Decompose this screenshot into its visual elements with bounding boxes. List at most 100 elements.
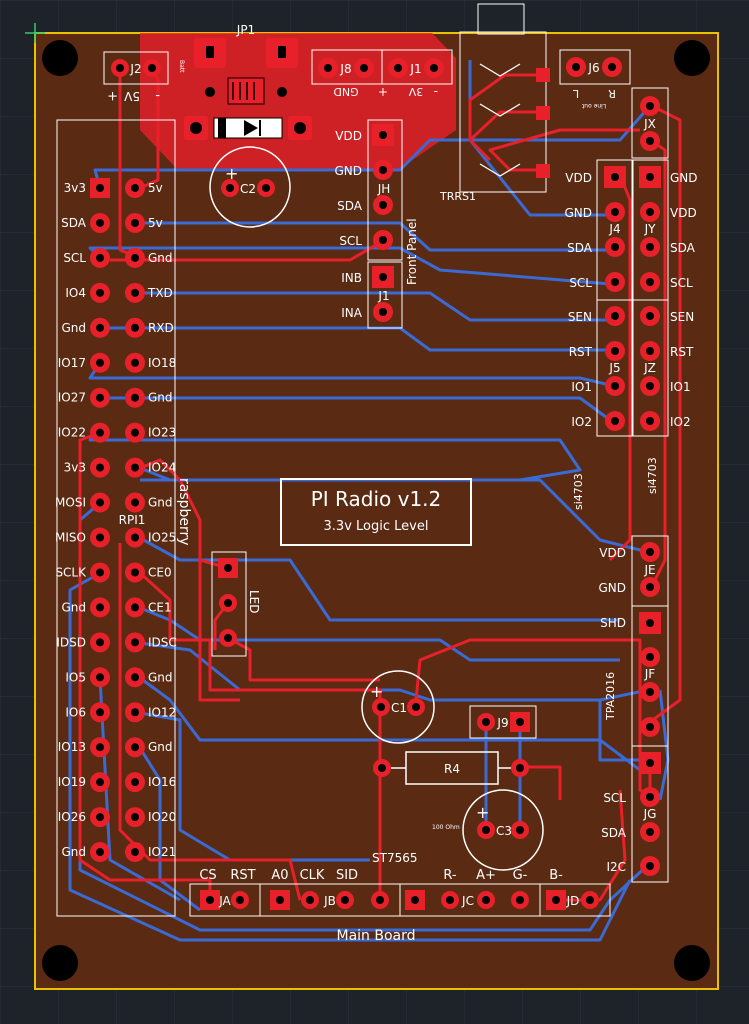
jh-pin-label: GND [334, 164, 362, 178]
diode-d1 [184, 116, 312, 140]
rpi-pin-label-left: 3v3 [64, 181, 86, 195]
rpi-pin-label-right: Gnd [148, 391, 173, 405]
mounting-holes [42, 40, 710, 981]
j9-designator: J9 [496, 716, 508, 730]
resistor-r4 [373, 751, 529, 785]
je-pin-label: VDD [599, 546, 626, 560]
j8-connector [311, 49, 383, 85]
si4703-label-b: si4703 [646, 457, 659, 494]
board-outline [34, 32, 719, 990]
c1-designator: C1 [391, 701, 407, 715]
rpi-pad-hole [96, 428, 104, 437]
capacitor-c1 [361, 670, 435, 744]
rpi-pad-hole [131, 673, 139, 682]
rpi-pad-hole [131, 638, 139, 647]
rpi-pin-label-right: RXD [148, 321, 174, 335]
jh-header [367, 119, 403, 261]
rpi-pad-hole [96, 393, 104, 402]
bottom-headers [189, 883, 611, 917]
jy-pin-label: SCL [670, 276, 693, 290]
st7565-label: ST7565 [372, 851, 418, 865]
tpa2016-headers [631, 535, 669, 883]
rpi-pad-hole [131, 288, 139, 297]
rpi-pad-hole [131, 778, 139, 787]
rpi-pad-hole [131, 848, 139, 857]
j8-designator: J8 [339, 62, 351, 76]
rpi-pin-label-left: IO6 [65, 705, 86, 719]
j2-value-label: 5V [123, 89, 140, 103]
rpi-pad-hole [131, 568, 139, 577]
jh-designator: JH [377, 182, 391, 196]
j2-plus-label: + [107, 88, 118, 103]
jd-designator: JD [566, 894, 580, 908]
title-box [280, 478, 472, 546]
rpi-pad-hole [96, 288, 104, 297]
j1-top-connector [381, 49, 453, 85]
rpi-pin-label-right: TXD [147, 286, 173, 300]
rpi-pad-hole [96, 463, 104, 472]
rpi-pin-label-left: IO19 [58, 775, 86, 789]
r4-designator: R4 [444, 762, 460, 776]
j1-header [367, 261, 403, 329]
rpi-pin-label-left: IO4 [65, 286, 86, 300]
rpi-pin-label-right: 5v [148, 216, 163, 230]
c3-designator: C3 [496, 824, 512, 838]
rpi-pin-label-right: Gnd [148, 496, 173, 510]
rpi-pad-hole [96, 708, 104, 717]
tpa2016-label: TPA2016 [604, 672, 617, 721]
rpi-pin-label-right: IO18 [148, 356, 176, 370]
batt-label: Batt [178, 60, 185, 73]
rpi-pad-hole [131, 218, 139, 227]
rpi-pad-hole [131, 708, 139, 717]
jb-designator: JB [323, 894, 336, 908]
j4-pin-label: SCL [569, 276, 592, 290]
rpi-pin-label-left: Gnd [61, 845, 86, 859]
main-board-label: Main Board [336, 928, 415, 944]
jg-pin-label: SCL [603, 791, 626, 805]
si4703-label-a: si4703 [572, 473, 585, 510]
rpi-header-outline [56, 119, 176, 917]
j9-connector [469, 705, 537, 739]
j1-top-minus: - [434, 85, 438, 99]
rpi-pad-hole [96, 253, 104, 262]
jg-designator: JG [643, 807, 657, 821]
rpi-pin-label-left: IO22 [58, 426, 86, 440]
jz-pin-label: SEN [670, 310, 694, 324]
rpi-pad-hole [131, 603, 139, 612]
origin-marker [25, 23, 45, 43]
rpi-pin-label-right: IO16 [148, 775, 176, 789]
board-title: PI Radio v1.2 [311, 487, 442, 511]
ja-designator: JA [218, 894, 231, 908]
j1-top-plus: + [378, 85, 388, 99]
jz-pin-label: IO1 [670, 380, 691, 394]
rpi-pin-label-right: 5v [148, 181, 163, 195]
rpi-pad-hole [131, 463, 139, 472]
rpi-pad-hole [96, 184, 104, 192]
j2-connector [103, 51, 169, 85]
jx-header [631, 87, 669, 159]
capacitor-c3 [462, 789, 544, 871]
bottom-pin-label: A0 [271, 868, 288, 883]
jg-pin-label: I2C [606, 860, 626, 874]
c1-plus: + [370, 682, 383, 701]
j8-gnd-label: GND [333, 85, 358, 98]
rpi-pin-label-right: IO20 [148, 810, 176, 824]
j5-pin-label: IO2 [571, 415, 592, 429]
rpi-pad-hole [96, 743, 104, 752]
rpi-pin-label-right: CE0 [148, 565, 172, 579]
rpi-pin-label-left: MOSI [55, 496, 86, 510]
rpi-pin-label-right: IO21 [148, 845, 176, 859]
rpi-pad-hole [131, 184, 139, 192]
j6-connector [559, 49, 631, 85]
jh-pin-label: VDD [335, 129, 362, 143]
j1-top-designator: J1 [409, 62, 421, 76]
je-pin-label: SHD [600, 616, 626, 630]
jc-designator: JC [461, 894, 474, 908]
trrs-jack [459, 3, 550, 193]
rpi-pad-hole [96, 778, 104, 787]
c3-note: 100 Ohm [432, 824, 460, 831]
rpi-pin-label-left: 3v3 [64, 461, 86, 475]
rpi-pad-hole [131, 813, 139, 822]
